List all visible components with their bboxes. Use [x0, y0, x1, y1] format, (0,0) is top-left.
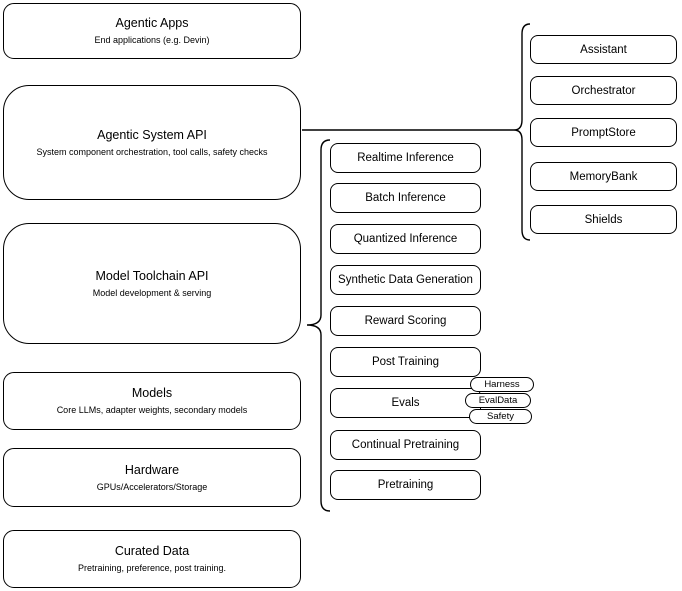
system-item-promptstore: PromptStore — [530, 118, 677, 147]
box-title: Model Toolchain API — [95, 268, 209, 283]
toolchain-item-evals: Evals — [330, 388, 481, 418]
toolchain-item-quantized-inference: Quantized Inference — [330, 224, 481, 254]
box-subtitle: Pretraining, preference, post training. — [77, 563, 227, 573]
box-subtitle: Core LLMs, adapter weights, secondary mo… — [56, 405, 248, 415]
box-subtitle: End applications (e.g. Devin) — [94, 35, 210, 45]
toolchain-item-continual-pretraining: Continual Pretraining — [330, 430, 481, 460]
toolchain-item-synthetic-data-generation: Synthetic Data Generation — [330, 265, 481, 295]
eval-tag-harness: Harness — [470, 377, 534, 392]
box-models: Models Core LLMs, adapter weights, secon… — [3, 372, 301, 430]
box-agentic-system-api: Agentic System API System component orch… — [3, 85, 301, 200]
eval-tag-safety: Safety — [469, 409, 532, 424]
toolchain-item-batch-inference: Batch Inference — [330, 183, 481, 213]
system-item-memorybank: MemoryBank — [530, 162, 677, 191]
toolchain-brace — [306, 139, 331, 512]
system-item-shields: Shields — [530, 205, 677, 234]
box-title: Agentic Apps — [115, 16, 189, 30]
box-subtitle: Model development & serving — [92, 287, 212, 298]
box-model-toolchain-api: Model Toolchain API Model development & … — [3, 223, 301, 344]
box-agentic-apps: Agentic Apps End applications (e.g. Devi… — [3, 3, 301, 59]
box-title: Models — [131, 386, 173, 400]
system-item-assistant: Assistant — [530, 35, 677, 64]
box-curated-data: Curated Data Pretraining, preference, po… — [3, 530, 301, 588]
toolchain-item-realtime-inference: Realtime Inference — [330, 143, 481, 173]
box-title: Curated Data — [114, 544, 190, 558]
box-subtitle: GPUs/Accelerators/Storage — [96, 481, 208, 492]
system-item-orchestrator: Orchestrator — [530, 76, 677, 105]
box-title: Hardware — [124, 462, 180, 477]
box-title: Agentic System API — [97, 127, 207, 142]
toolchain-item-reward-scoring: Reward Scoring — [330, 306, 481, 336]
box-subtitle: System component orchestration, tool cal… — [36, 146, 268, 157]
toolchain-item-pretraining: Pretraining — [330, 470, 481, 500]
eval-tag-evaldata: EvalData — [465, 393, 531, 408]
system-brace — [513, 23, 531, 241]
box-hardware: Hardware GPUs/Accelerators/Storage — [3, 448, 301, 507]
toolchain-item-post-training: Post Training — [330, 347, 481, 377]
